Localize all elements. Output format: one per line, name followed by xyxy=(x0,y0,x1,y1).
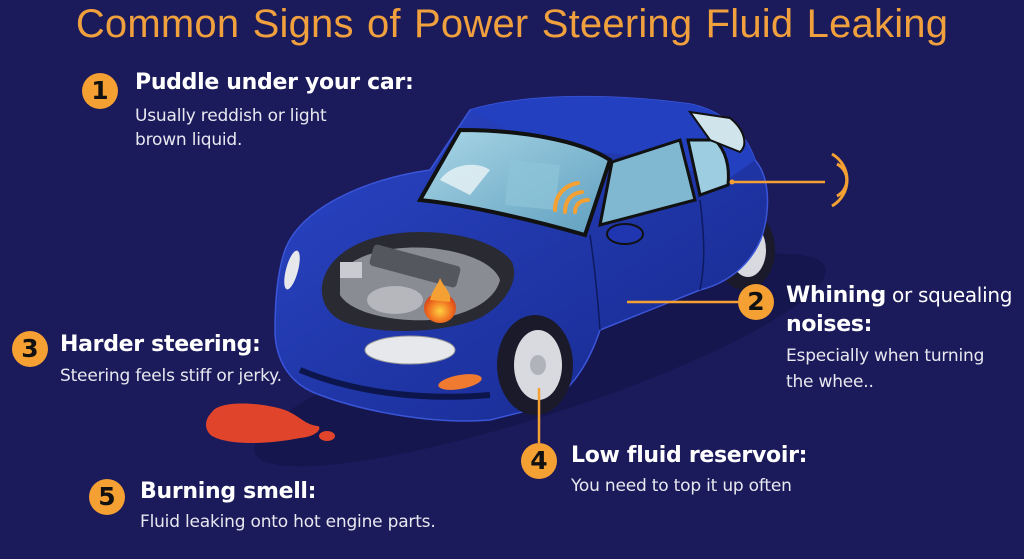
sign-3-description: Steering feels stiff or jerky. xyxy=(60,366,282,386)
sign-2-heading-light: or squealing xyxy=(885,283,1013,307)
sign-1-description-line2: brown liquid. xyxy=(135,130,243,150)
sign-2-description-line1: Especially when turning xyxy=(786,346,985,366)
sign-2-description-line2: the whee.. xyxy=(786,372,874,392)
sign-5-description: Fluid leaking onto hot engine parts. xyxy=(140,512,436,532)
sound-waves-icon xyxy=(553,181,590,214)
page-title: Common Signs of Power Steering Fluid Lea… xyxy=(75,2,949,46)
sign-4-description: You need to top it up often xyxy=(571,476,792,496)
sign-4-number-badge: 4 xyxy=(521,443,557,479)
sound-waves-icon xyxy=(831,152,849,208)
sign-3-number-badge: 3 xyxy=(12,331,48,367)
sign-4-heading: Low fluid reservoir: xyxy=(571,443,808,468)
fluid-puddle-icon xyxy=(206,403,335,443)
sign-3-heading: Harder steering: xyxy=(60,332,261,357)
sign-2-heading: Whining or squealing xyxy=(786,283,1012,308)
fire-icon xyxy=(424,278,456,323)
sign-1-heading: Puddle under your car: xyxy=(135,70,414,95)
front-wheel xyxy=(497,315,573,415)
sign-2-heading-line2: noises: xyxy=(786,312,873,337)
sign-1-number-badge: 1 xyxy=(82,73,118,109)
sign-5-number-badge: 5 xyxy=(89,479,125,515)
sign-2-heading-bold: Whining xyxy=(786,283,886,308)
engine-icon xyxy=(321,232,515,332)
sign-5-heading: Burning smell: xyxy=(140,479,317,504)
sign-1-description-line1: Usually reddish or light xyxy=(135,106,327,126)
sign-2-number-badge: 2 xyxy=(738,284,774,320)
